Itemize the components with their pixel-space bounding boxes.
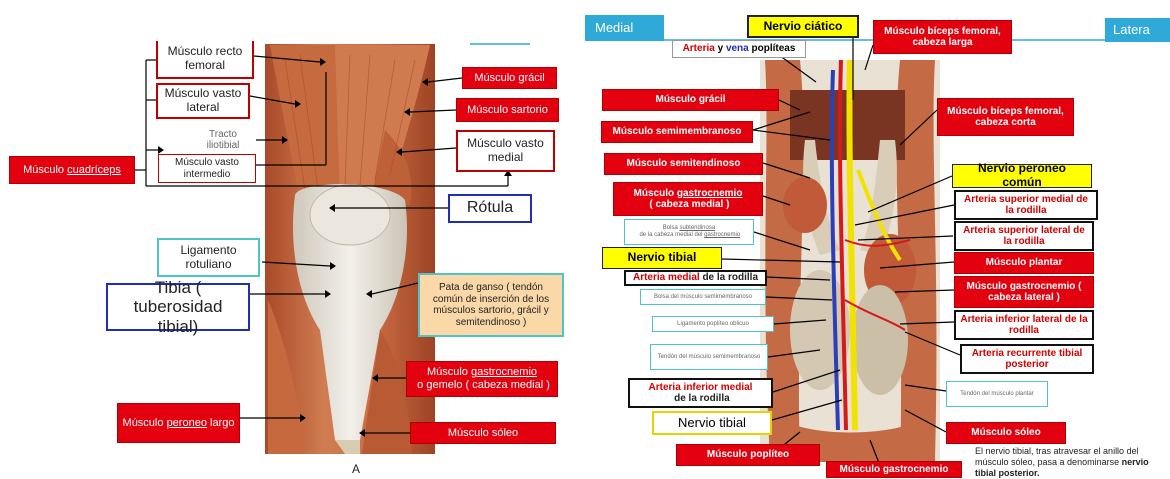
art-inf-medial-black: de la rodilla	[671, 393, 729, 404]
label-gracil-right: Músculo grácil	[602, 89, 779, 111]
header-lateral: Latera	[1105, 18, 1170, 42]
label-art-sup-lateral: Arteria superior lateral de la rodilla	[954, 221, 1094, 251]
label-art-inf-lateral: Arteria inferior lateral de la rodilla	[954, 310, 1094, 340]
label-art-sup-medial: Arteria superior medial de la rodilla	[954, 190, 1098, 220]
label-sartorio: Músculo sartorio	[456, 98, 559, 122]
art-inf-medial-red: Arteria inferior medial	[649, 382, 753, 393]
label-art-medial-rodilla: Arteria medial de la rodilla	[624, 270, 767, 286]
gastro-medial-suffix: ( cabeza medial )	[647, 199, 730, 210]
label-gastrocnemio-left: Músculo gastrocnemio o gemelo ( cabeza m…	[406, 361, 558, 397]
label-gastro-lateral: Músculo gastrocnemio ( cabeza lateral )	[954, 276, 1094, 308]
label-tendon-semimembranoso: Tendón del músculo semimembranoso	[650, 344, 768, 370]
gastro-medial-word: gastrocnemio	[677, 188, 743, 199]
label-arteria-vena-popliteas: Arteria y vena poplíteas	[672, 40, 806, 58]
footnote-text: El nervio tibial, tras atravesar el anil…	[975, 446, 1139, 467]
label-soleo-right: Músculo sóleo	[946, 422, 1066, 444]
label-ligamento-popliteo: Ligamento poplíteo oblicuo	[652, 316, 774, 332]
peroneo-prefix: Músculo	[123, 417, 167, 429]
art-medial-black: de la rodilla	[700, 272, 758, 284]
footnote-nervio-tibial: El nervio tibial, tras atravesar el anil…	[975, 446, 1165, 478]
art-medial-red: Arteria medial	[633, 272, 700, 284]
label-nervio-peroneo-comun: Nervio peroneo común	[952, 164, 1092, 188]
label-cuadriceps: Músculo cuadríceps	[9, 156, 135, 184]
label-tibia: Tibia ( tuberosidad tibial)	[106, 283, 250, 331]
figure-caption-a: A	[352, 462, 360, 476]
label-art-recurrente: Arteria recurrente tibial posterior	[960, 344, 1094, 374]
label-gastro-bottom: Músculo gastrocnemio	[826, 461, 962, 478]
label-semimembranoso: Músculo semimembranoso	[601, 121, 753, 143]
cuadriceps-word: cuadríceps	[67, 164, 121, 177]
gastro-left-prefix: Músculo	[427, 366, 471, 378]
label-biceps-larga: Músculo bíceps femoral, cabeza larga	[873, 20, 1012, 54]
label-peroneo-largo: Músculo peroneo largo	[117, 403, 240, 443]
label-bolsa-subtendinosa: Bolsa subtendinosa de la cabeza medial d…	[624, 219, 754, 245]
bolsa-sub-prefix: Bolsa	[663, 225, 680, 231]
gastro-left-word: gastrocnemio	[471, 366, 537, 378]
label-popliteo: Músculo poplíteo	[676, 444, 820, 466]
label-rotula: Rótula	[448, 194, 532, 223]
gastro-left-suffix: o gemelo ( cabeza medial )	[414, 379, 550, 391]
bolsa-sub-word2: gastrocnemio	[704, 232, 740, 238]
label-bolsa-semimembranoso: Bolsa del músculo semimembranoso	[640, 289, 766, 305]
label-biceps-corta: Músculo bíceps femoral, cabeza corta	[937, 98, 1074, 136]
peroneo-suffix: largo	[207, 417, 235, 429]
y-word: y	[715, 43, 726, 55]
label-semitendinoso: Músculo semitendinoso	[604, 153, 763, 175]
bolsa-sub-word: subtendinosa	[679, 225, 715, 231]
label-gastro-medial: Músculo gastrocnemio ( cabeza medial )	[613, 182, 763, 216]
label-plantar: Músculo plantar	[954, 252, 1094, 274]
bolsa-sub-mid: de la cabeza medial del	[638, 232, 704, 238]
gastro-medial-prefix: Músculo	[634, 188, 677, 199]
arteria-word: Arteria	[683, 43, 715, 55]
label-gracil-left: Músculo grácil	[462, 67, 557, 89]
label-pata-de-ganso: Pata de ganso ( tendón común de inserció…	[418, 273, 564, 337]
label-art-inf-medial: Arteria inferior medial de la rodilla	[628, 378, 773, 408]
popliteas-word: poplíteas	[749, 43, 796, 55]
label-tendon-plantar: Tendón del músculo plantar	[946, 381, 1048, 407]
peroneo-word: peroneo	[167, 417, 207, 429]
label-vasto-intermedio: Músculo vasto intermedio	[158, 154, 256, 183]
label-recto-femoral: Músculo recto femoral	[156, 41, 254, 79]
label-nervio-ciatico: Nervio ciático	[747, 15, 859, 38]
cuadriceps-prefix: Músculo	[23, 164, 67, 177]
label-nervio-tibial-bottom: Nervio tibial	[652, 411, 772, 435]
label-vasto-lateral: Músculo vasto lateral	[156, 83, 250, 119]
label-ligamento-rotuliano: Ligamento rotuliano	[157, 238, 260, 277]
label-vasto-medial: Músculo vasto medial	[456, 130, 555, 172]
label-tracto-iliotibial: Tracto iliotibial	[190, 125, 256, 155]
label-soleo-left: Músculo sóleo	[410, 422, 556, 444]
header-medial: Medial	[585, 15, 664, 41]
label-nervio-tibial-top: Nervio tibial	[602, 247, 722, 269]
vena-word: vena	[726, 43, 749, 55]
